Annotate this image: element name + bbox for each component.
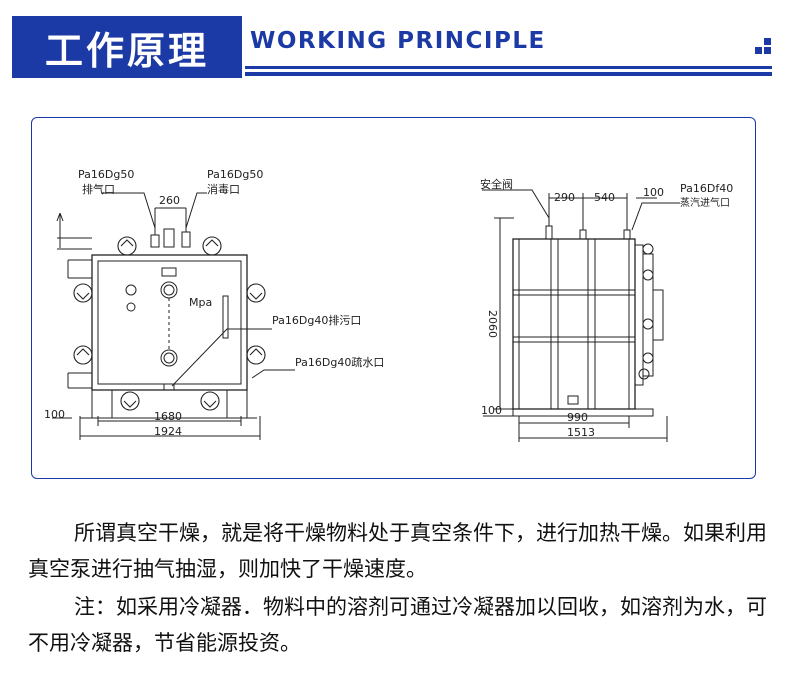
dim-260-label: 260	[159, 194, 180, 207]
dim-100-bottom-label: 100	[481, 404, 502, 417]
dim-2060-label: 2060	[486, 310, 499, 338]
header-rule	[245, 66, 772, 69]
disinfect-port-label: 消毒口	[207, 182, 240, 196]
steam-spec-label: Pa16Df40	[680, 182, 733, 195]
front-view: Pa16Dg50 排气口 Pa16Dg50 消毒口 260 Mpa Pa16Dg…	[44, 168, 384, 440]
dim-990-label: 990	[567, 411, 588, 424]
drain-port-label: Pa16Dg40疏水口	[295, 355, 384, 369]
side-view: 安全阀 290 540 100 Pa16Df40 蒸汽进气口 2060 100 …	[480, 177, 733, 442]
section-title-cn: 工作原理	[12, 16, 242, 78]
safety-valve-label: 安全阀	[480, 177, 513, 191]
dim-100-top-label: 100	[643, 186, 664, 199]
dim-100-label: 100	[44, 408, 65, 421]
sewage-port-label: Pa16Dg40排污口	[272, 313, 361, 327]
diagram-frame: Pa16Dg50 排气口 Pa16Dg50 消毒口 260 Mpa Pa16Dg…	[31, 117, 756, 479]
description-paragraph-2: 注：如采用冷凝器．物料中的溶剂可通过冷凝器加以回收，如溶剂为水，可不用冷凝器，节…	[28, 595, 767, 655]
side-clamp-icons	[638, 243, 654, 380]
exhaust-port-label: 排气口	[82, 182, 115, 196]
section-title-en: WORKING PRINCIPLE	[250, 28, 546, 54]
header-rule-thick	[245, 72, 772, 76]
dim-540-label: 540	[594, 191, 615, 204]
description-paragraph-1: 所谓真空干燥，就是将干燥物料处于真空条件下，进行加热干燥。如果利用真空泵进行抽气…	[28, 521, 767, 581]
dim-290-label: 290	[554, 191, 575, 204]
dim-1680-label: 1680	[154, 410, 182, 423]
disinfect-spec-label: Pa16Dg50	[207, 168, 263, 181]
steam-port-label: 蒸汽进气口	[680, 196, 730, 209]
dim-1513-label: 1513	[567, 426, 595, 439]
mpa-label: Mpa	[189, 296, 212, 309]
clamp-knob-icons	[73, 236, 266, 411]
dim-1924-label: 1924	[154, 425, 182, 438]
exhaust-spec-label: Pa16Dg50	[78, 168, 134, 181]
technical-drawing: Pa16Dg50 排气口 Pa16Dg50 消毒口 260 Mpa Pa16Dg…	[44, 168, 733, 442]
